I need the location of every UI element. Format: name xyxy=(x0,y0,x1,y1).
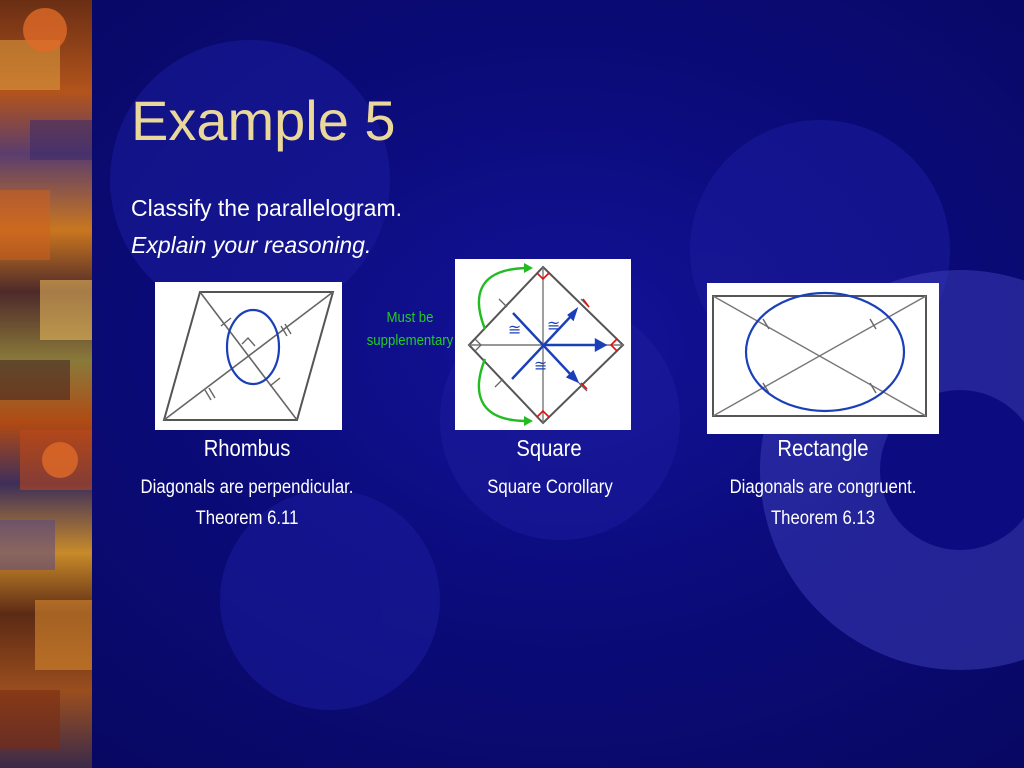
decorative-image-strip xyxy=(0,0,92,768)
figure-name-rectangle: Rectangle xyxy=(777,435,869,461)
figure-name-rhombus: Rhombus xyxy=(203,435,291,461)
prompt-line-2: Explain your reasoning. xyxy=(131,232,372,258)
reason-text: Square Corollary xyxy=(487,477,613,498)
theorem-text: Theorem 6.11 xyxy=(195,508,299,529)
note-line-1: Must be xyxy=(386,309,434,326)
note-line-2: supplementary xyxy=(366,332,454,349)
reason-text: Diagonals are perpendicular. xyxy=(140,477,354,498)
rhombus-reason: Diagonals are perpendicular. Theorem 6.1… xyxy=(115,472,379,534)
strip-texture xyxy=(0,8,92,750)
supplementary-note: Must be supplementary xyxy=(354,306,467,352)
congruent-symbol: ≅ xyxy=(508,320,521,339)
figure-name-square: Square xyxy=(516,435,582,461)
congruent-symbol: ≅ xyxy=(534,356,547,375)
reason-text: Diagonals are congruent. xyxy=(729,477,917,498)
square-figure: ≅ ≅ ≅ xyxy=(455,259,631,430)
square-reason: Square Corollary xyxy=(444,472,655,503)
prompt-line-1: Classify the parallelogram. xyxy=(131,195,403,221)
theorem-text: Theorem 6.13 xyxy=(770,508,876,529)
congruent-symbol: ≅ xyxy=(547,316,560,335)
rhombus-figure xyxy=(155,282,342,430)
rectangle-reason: Diagonals are congruent. Theorem 6.13 xyxy=(691,472,955,534)
slide-title: Example 5 xyxy=(131,89,396,152)
rectangle-figure xyxy=(707,283,939,434)
